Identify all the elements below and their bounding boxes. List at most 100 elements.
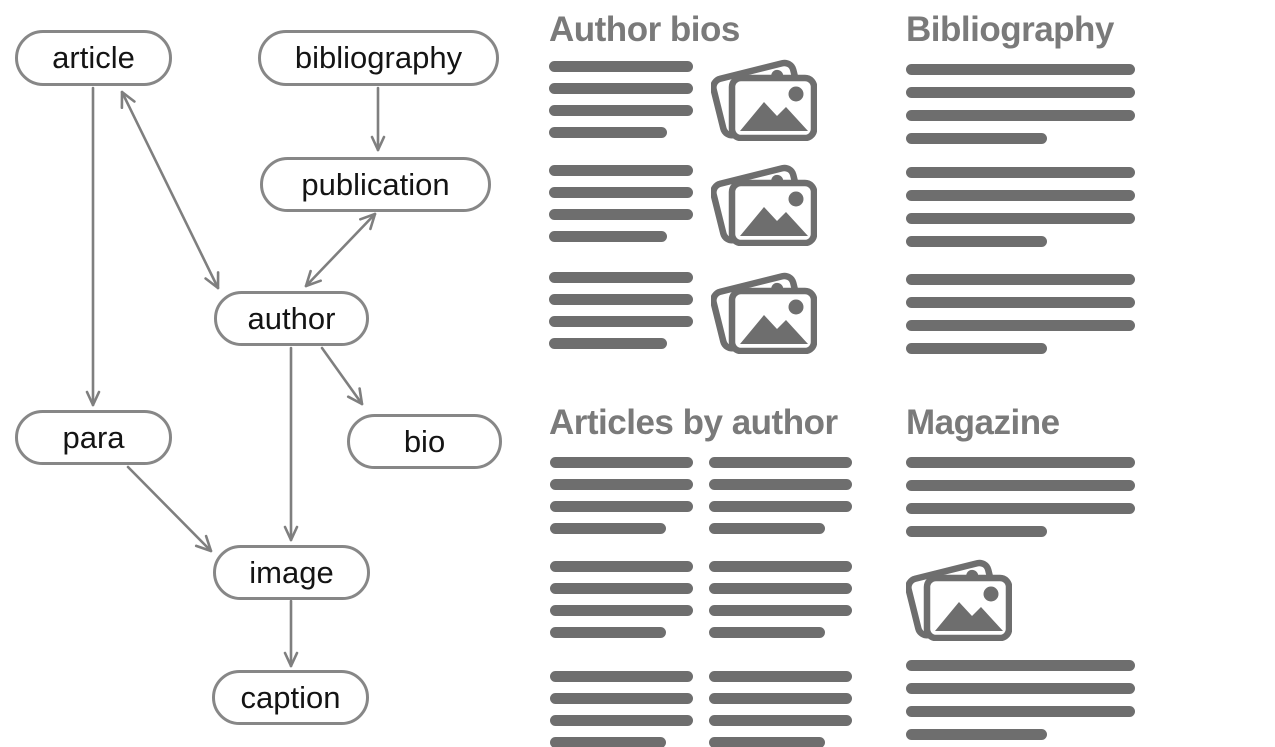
text-line-placeholder	[549, 338, 667, 349]
text-line-placeholder	[709, 737, 825, 747]
edge-article-author	[120, 90, 220, 290]
text-line-placeholder	[906, 87, 1135, 98]
text-line-placeholder	[906, 526, 1047, 537]
panel-title-bibliography: Bibliography	[906, 10, 1114, 49]
node-author: author	[214, 291, 369, 346]
text-line-placeholder	[549, 294, 693, 305]
node-publication: publication	[260, 157, 491, 212]
arrowhead	[283, 651, 299, 668]
text-line-placeholder	[550, 561, 693, 572]
text-line-placeholder	[906, 729, 1047, 740]
node-caption: caption	[212, 670, 369, 725]
text-placeholder-block	[709, 561, 852, 638]
node-label: article	[52, 40, 135, 75]
text-line-placeholder	[906, 706, 1135, 717]
arrowhead	[358, 212, 377, 231]
text-placeholder-block	[550, 457, 693, 534]
text-line-placeholder	[549, 231, 667, 242]
text-line-placeholder	[906, 660, 1135, 671]
text-line-placeholder	[906, 274, 1135, 285]
text-placeholder-block	[906, 660, 1135, 740]
text-line-placeholder	[550, 627, 666, 638]
text-placeholder-block	[906, 274, 1135, 354]
text-line-placeholder	[549, 272, 693, 283]
text-line-placeholder	[550, 479, 693, 490]
text-line-placeholder	[709, 561, 852, 572]
arrowhead	[85, 390, 101, 407]
edge-publication-author	[304, 212, 377, 288]
photo-stack-icon	[711, 270, 817, 354]
photo-stack-icon	[711, 57, 817, 141]
text-line-placeholder	[550, 693, 693, 704]
arrowhead	[370, 135, 386, 152]
node-label: author	[247, 300, 336, 336]
text-line-placeholder	[709, 605, 852, 616]
text-placeholder-block	[550, 561, 693, 638]
text-line-placeholder	[906, 480, 1135, 491]
text-line-placeholder	[550, 671, 693, 682]
text-placeholder-block	[549, 272, 693, 349]
text-placeholder-block	[906, 457, 1135, 537]
text-line-placeholder	[906, 297, 1135, 308]
text-line-placeholder	[709, 693, 852, 704]
photo-stack-icon	[906, 557, 1012, 641]
diagram-edges	[85, 86, 386, 668]
arrowhead	[120, 90, 136, 109]
text-line-placeholder	[709, 501, 852, 512]
text-line-placeholder	[550, 583, 693, 594]
text-line-placeholder	[550, 715, 693, 726]
arrowhead	[304, 269, 323, 288]
text-line-placeholder	[709, 715, 852, 726]
text-line-placeholder	[709, 627, 825, 638]
text-placeholder-block	[709, 457, 852, 534]
node-label: bibliography	[294, 40, 463, 75]
text-line-placeholder	[550, 523, 666, 534]
text-line-placeholder	[549, 83, 693, 94]
text-line-placeholder	[550, 605, 693, 616]
node-image: image	[213, 545, 370, 600]
text-line-placeholder	[549, 165, 693, 176]
text-line-placeholder	[906, 683, 1135, 694]
text-placeholder-block	[906, 64, 1135, 144]
text-line-placeholder	[549, 127, 667, 138]
node-label: bio	[403, 423, 446, 459]
text-line-placeholder	[709, 583, 852, 594]
text-line-placeholder	[906, 320, 1135, 331]
text-placeholder-block	[906, 167, 1135, 247]
node-article: article	[15, 30, 172, 86]
edge-author-bio	[320, 346, 364, 406]
node-label: caption	[240, 679, 341, 715]
edge-para-image	[126, 465, 213, 553]
arrowhead	[346, 387, 364, 406]
text-placeholder-block	[709, 671, 852, 747]
node-bibliography: bibliography	[258, 30, 499, 86]
text-line-placeholder	[906, 167, 1135, 178]
arrowhead	[194, 534, 213, 553]
text-line-placeholder	[550, 457, 693, 468]
text-line-placeholder	[709, 457, 852, 468]
node-bio: bio	[347, 414, 502, 469]
text-line-placeholder	[550, 737, 666, 747]
text-line-placeholder	[906, 213, 1135, 224]
text-line-placeholder	[906, 236, 1047, 247]
text-line-placeholder	[709, 523, 825, 534]
text-line-placeholder	[906, 110, 1135, 121]
text-line-placeholder	[709, 479, 852, 490]
text-line-placeholder	[549, 316, 693, 327]
node-label: image	[249, 554, 334, 590]
node-label: para	[62, 419, 125, 455]
panel-title-author-bios: Author bios	[549, 10, 740, 49]
node-label: publication	[301, 166, 450, 202]
text-line-placeholder	[550, 501, 693, 512]
node-para: para	[15, 410, 172, 465]
panel-title-magazine: Magazine	[906, 403, 1060, 442]
text-line-placeholder	[906, 503, 1135, 514]
text-line-placeholder	[906, 64, 1135, 75]
arrowhead	[283, 525, 299, 542]
photo-stack-icon	[711, 162, 817, 246]
text-line-placeholder	[709, 671, 852, 682]
text-line-placeholder	[906, 457, 1135, 468]
text-line-placeholder	[549, 187, 693, 198]
text-placeholder-block	[549, 165, 693, 242]
